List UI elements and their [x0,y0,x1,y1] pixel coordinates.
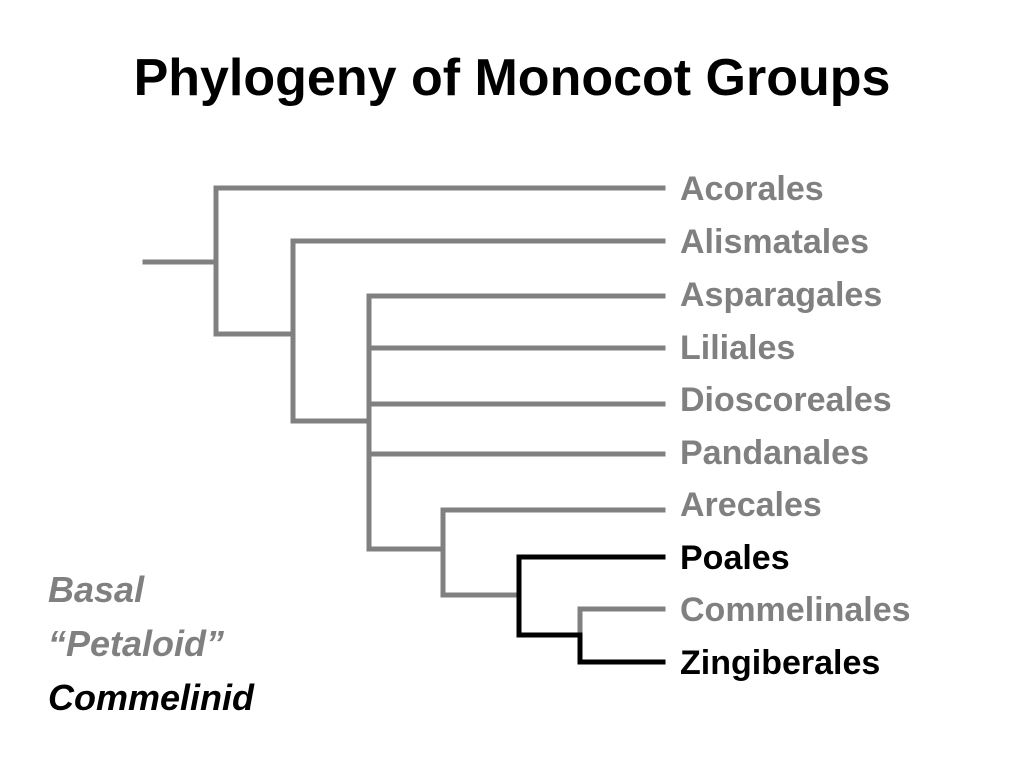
legend-commelinid: Commelinid [48,677,255,718]
taxon-label: Arecales [680,486,822,524]
legend-petaloid: “Petaloid” [48,623,225,664]
taxon-label: Acorales [680,170,824,208]
taxon-label: Asparagales [680,276,883,314]
taxon-label: Pandanales [680,434,869,472]
taxon-label: Zingiberales [680,644,881,682]
taxon-label: Dioscoreales [680,381,892,419]
page-title: Phylogeny of Monocot Groups [133,49,891,107]
taxon-label: Liliales [680,329,796,367]
taxon-label: Alismatales [680,223,869,261]
taxon-label: Commelinales [680,591,911,629]
taxon-label: Poales [680,539,790,577]
legend-basal: Basal [48,569,145,610]
